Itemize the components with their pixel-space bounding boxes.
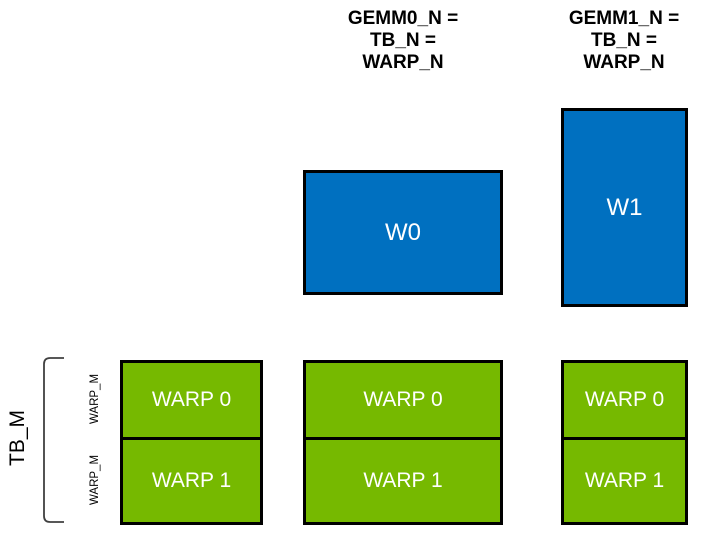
warp-column-middle: WARP 0 WARP 1 — [303, 360, 503, 525]
warp-m-label-row0: WARP_M — [89, 373, 101, 425]
tb-m-bracket-icon — [43, 357, 64, 523]
column-header-gemm1: GEMM1_N = TB_N = WARP_N — [560, 8, 688, 74]
warp-cell-label: WARP 1 — [363, 469, 443, 492]
warp-cell: WARP 0 — [561, 360, 688, 440]
warp-m-label-row1: WARP_M — [89, 454, 101, 506]
header-line: WARP_N — [362, 52, 444, 73]
blue-tile-w1-label: W1 — [606, 193, 643, 221]
warp-cell-label: WARP 0 — [584, 388, 665, 411]
warp-cell-label: WARP 0 — [151, 388, 232, 411]
warp-cell: WARP 1 — [303, 437, 503, 525]
header-line: WARP_N — [583, 52, 665, 73]
column-header-gemm0: GEMM0_N = TB_N = WARP_N — [303, 8, 503, 74]
blue-tile-w0-label: W0 — [385, 218, 421, 246]
warp-cell: WARP 1 — [561, 437, 688, 525]
blue-tile-w0: W0 — [303, 170, 503, 295]
header-line: TB_N = — [370, 30, 436, 51]
header-line: GEMM1_N = — [568, 8, 680, 29]
tb-m-label: TB_M — [6, 409, 29, 467]
header-line: TB_N = — [591, 30, 657, 51]
blue-tile-w1: W1 — [561, 108, 688, 307]
warp-cell: WARP 0 — [120, 360, 263, 440]
warp-cell-label: WARP 1 — [584, 469, 665, 492]
header-line: GEMM0_N = — [347, 8, 459, 29]
warp-cell-label: WARP 1 — [151, 469, 232, 492]
warp-cell: WARP 0 — [303, 360, 503, 440]
warp-cell: WARP 1 — [120, 437, 263, 525]
warp-cell-label: WARP 0 — [363, 388, 443, 411]
warp-column-left: WARP 0 WARP 1 — [120, 360, 263, 525]
warp-column-right: WARP 0 WARP 1 — [561, 360, 688, 525]
